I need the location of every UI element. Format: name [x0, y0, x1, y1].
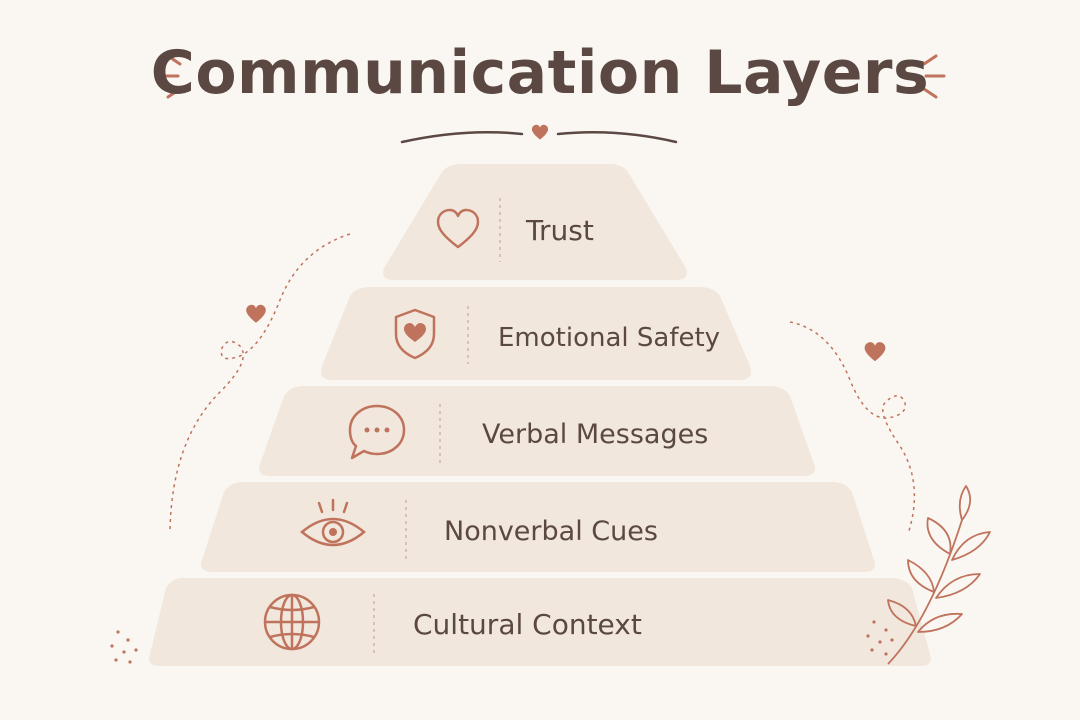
layer-verbal-messages: [259, 386, 815, 476]
shield-heart-icon: [394, 308, 436, 360]
layer-label-emotional-safety: Emotional Safety: [498, 323, 721, 353]
globe-icon: [263, 593, 321, 651]
dot-cluster-left: [110, 630, 138, 664]
dot-cluster-right: [866, 620, 894, 656]
small-heart-right-icon: [864, 342, 886, 362]
layer-trust: [383, 164, 687, 280]
layer-emotional-safety: [321, 287, 751, 380]
layer-label-trust: Trust: [526, 214, 594, 247]
title-underline-left: [400, 130, 524, 144]
dotted-swirl-right: [789, 321, 916, 535]
leaf-branch-icon: [887, 485, 991, 665]
eye-icon: [300, 498, 366, 547]
title-underline-right: [556, 130, 678, 144]
page-title: Communication Layers: [150, 38, 930, 108]
title-sparkle-right: [922, 54, 946, 99]
heart-icon: [436, 208, 480, 249]
small-heart-left-icon: [246, 304, 266, 323]
title-sparkle-left: [158, 54, 182, 99]
layer-nonverbal-cues: [201, 482, 875, 572]
layer-label-verbal-messages: Verbal Messages: [482, 419, 709, 450]
speech-bubble-icon: [348, 404, 406, 460]
title-heart-icon: [531, 124, 549, 140]
layer-dividers: [373, 198, 501, 654]
dotted-swirl-left: [169, 233, 351, 531]
layer-label-cultural-context: Cultural Context: [413, 608, 642, 641]
layer-cultural-context: [149, 578, 931, 666]
layer-label-nonverbal-cues: Nonverbal Cues: [444, 516, 658, 547]
